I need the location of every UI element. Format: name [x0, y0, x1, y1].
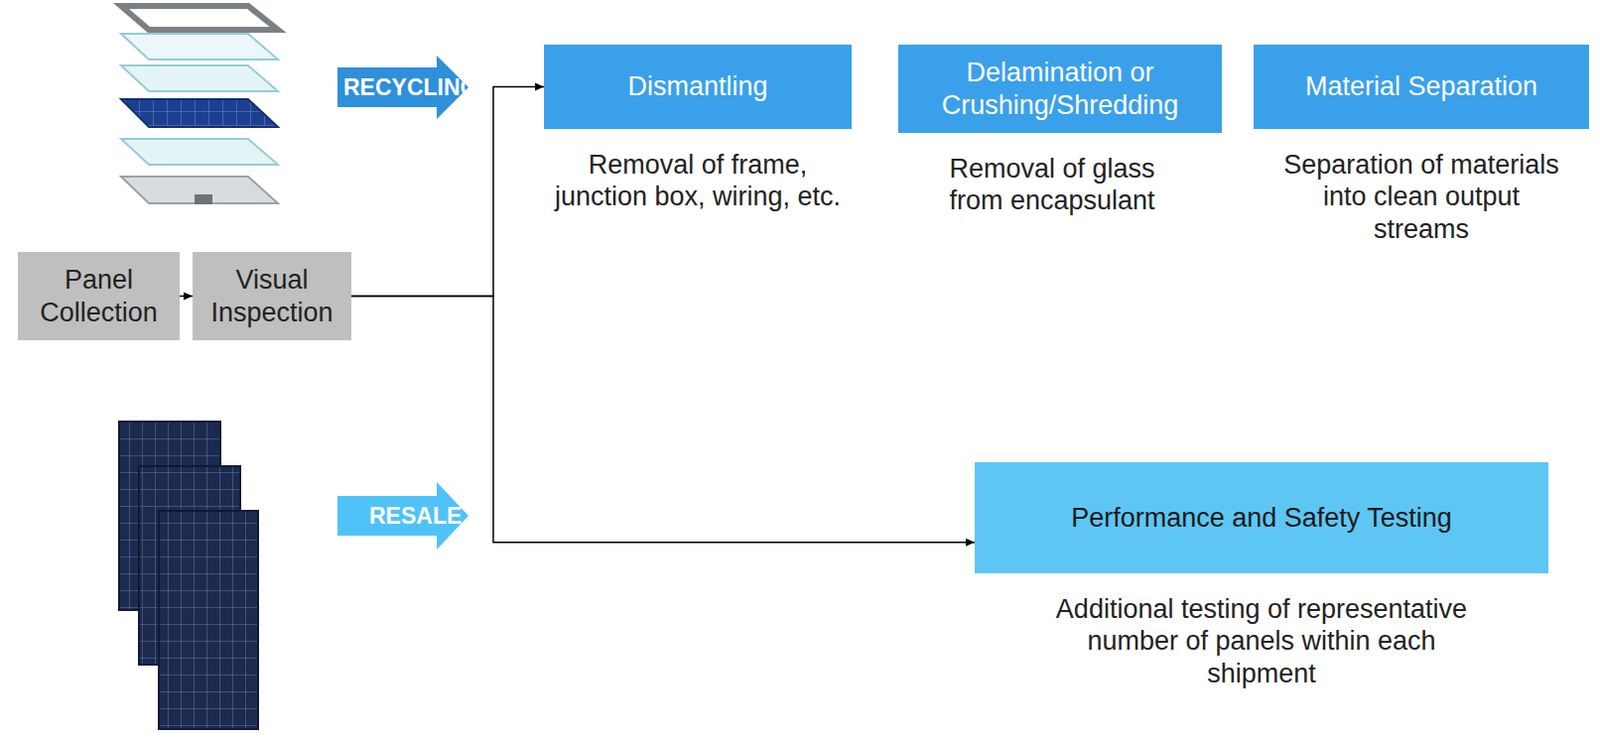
resale-arrow	[337, 482, 469, 550]
box-description: Removal of glass from encapsulant	[923, 152, 1182, 218]
flow-arrow	[179, 295, 193, 298]
box-heading: Visual Inspection	[192, 258, 352, 335]
box-heading: Performance and Safety Testing	[1061, 496, 1463, 540]
process-box: Delamination or Crushing/ShreddingRemova…	[898, 44, 1222, 134]
flow-arrow	[351, 296, 975, 543]
box-heading: Delamination or Crushing/Shredding	[898, 50, 1222, 128]
process-box: DismantlingRemoval of frame, junction bo…	[543, 44, 852, 130]
stacked-panels	[119, 421, 259, 730]
process-box: Material SeparationSeparation of materia…	[1253, 44, 1590, 130]
box-description: Separation of materials into clean outpu…	[1272, 148, 1571, 246]
box-heading: Panel Collection	[17, 258, 180, 335]
box-description: Removal of frame, junction box, wiring, …	[548, 148, 847, 214]
box-description: Additional testing of representative num…	[1043, 593, 1480, 690]
box-heading: Material Separation	[1295, 64, 1548, 109]
gray-box: Visual Inspection	[192, 252, 352, 341]
flow-arrow	[351, 87, 544, 297]
recycling-label: RECYCLING	[343, 74, 478, 102]
panel-layers	[121, 5, 278, 205]
box-heading: Dismantling	[617, 64, 778, 109]
gray-box: Panel Collection	[17, 252, 180, 341]
resale-label: RESALE	[369, 503, 462, 531]
testing-box: Performance and Safety TestingAdditional…	[974, 462, 1549, 574]
